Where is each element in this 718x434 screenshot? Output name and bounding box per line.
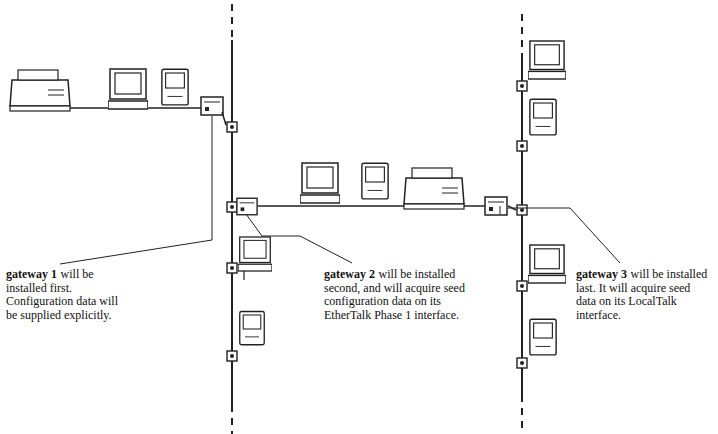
callout-text: gateway 3will be installed last. It will… (576, 268, 710, 322)
gateway-name: gateway 3 (576, 267, 627, 281)
callout-text: gateway 1will be installed first. Config… (6, 268, 128, 322)
gateway-name: gateway 2 (324, 267, 375, 281)
gateway-name: gateway 1 (6, 267, 57, 281)
callout-text: gateway 2will be installed second, and w… (324, 268, 490, 322)
